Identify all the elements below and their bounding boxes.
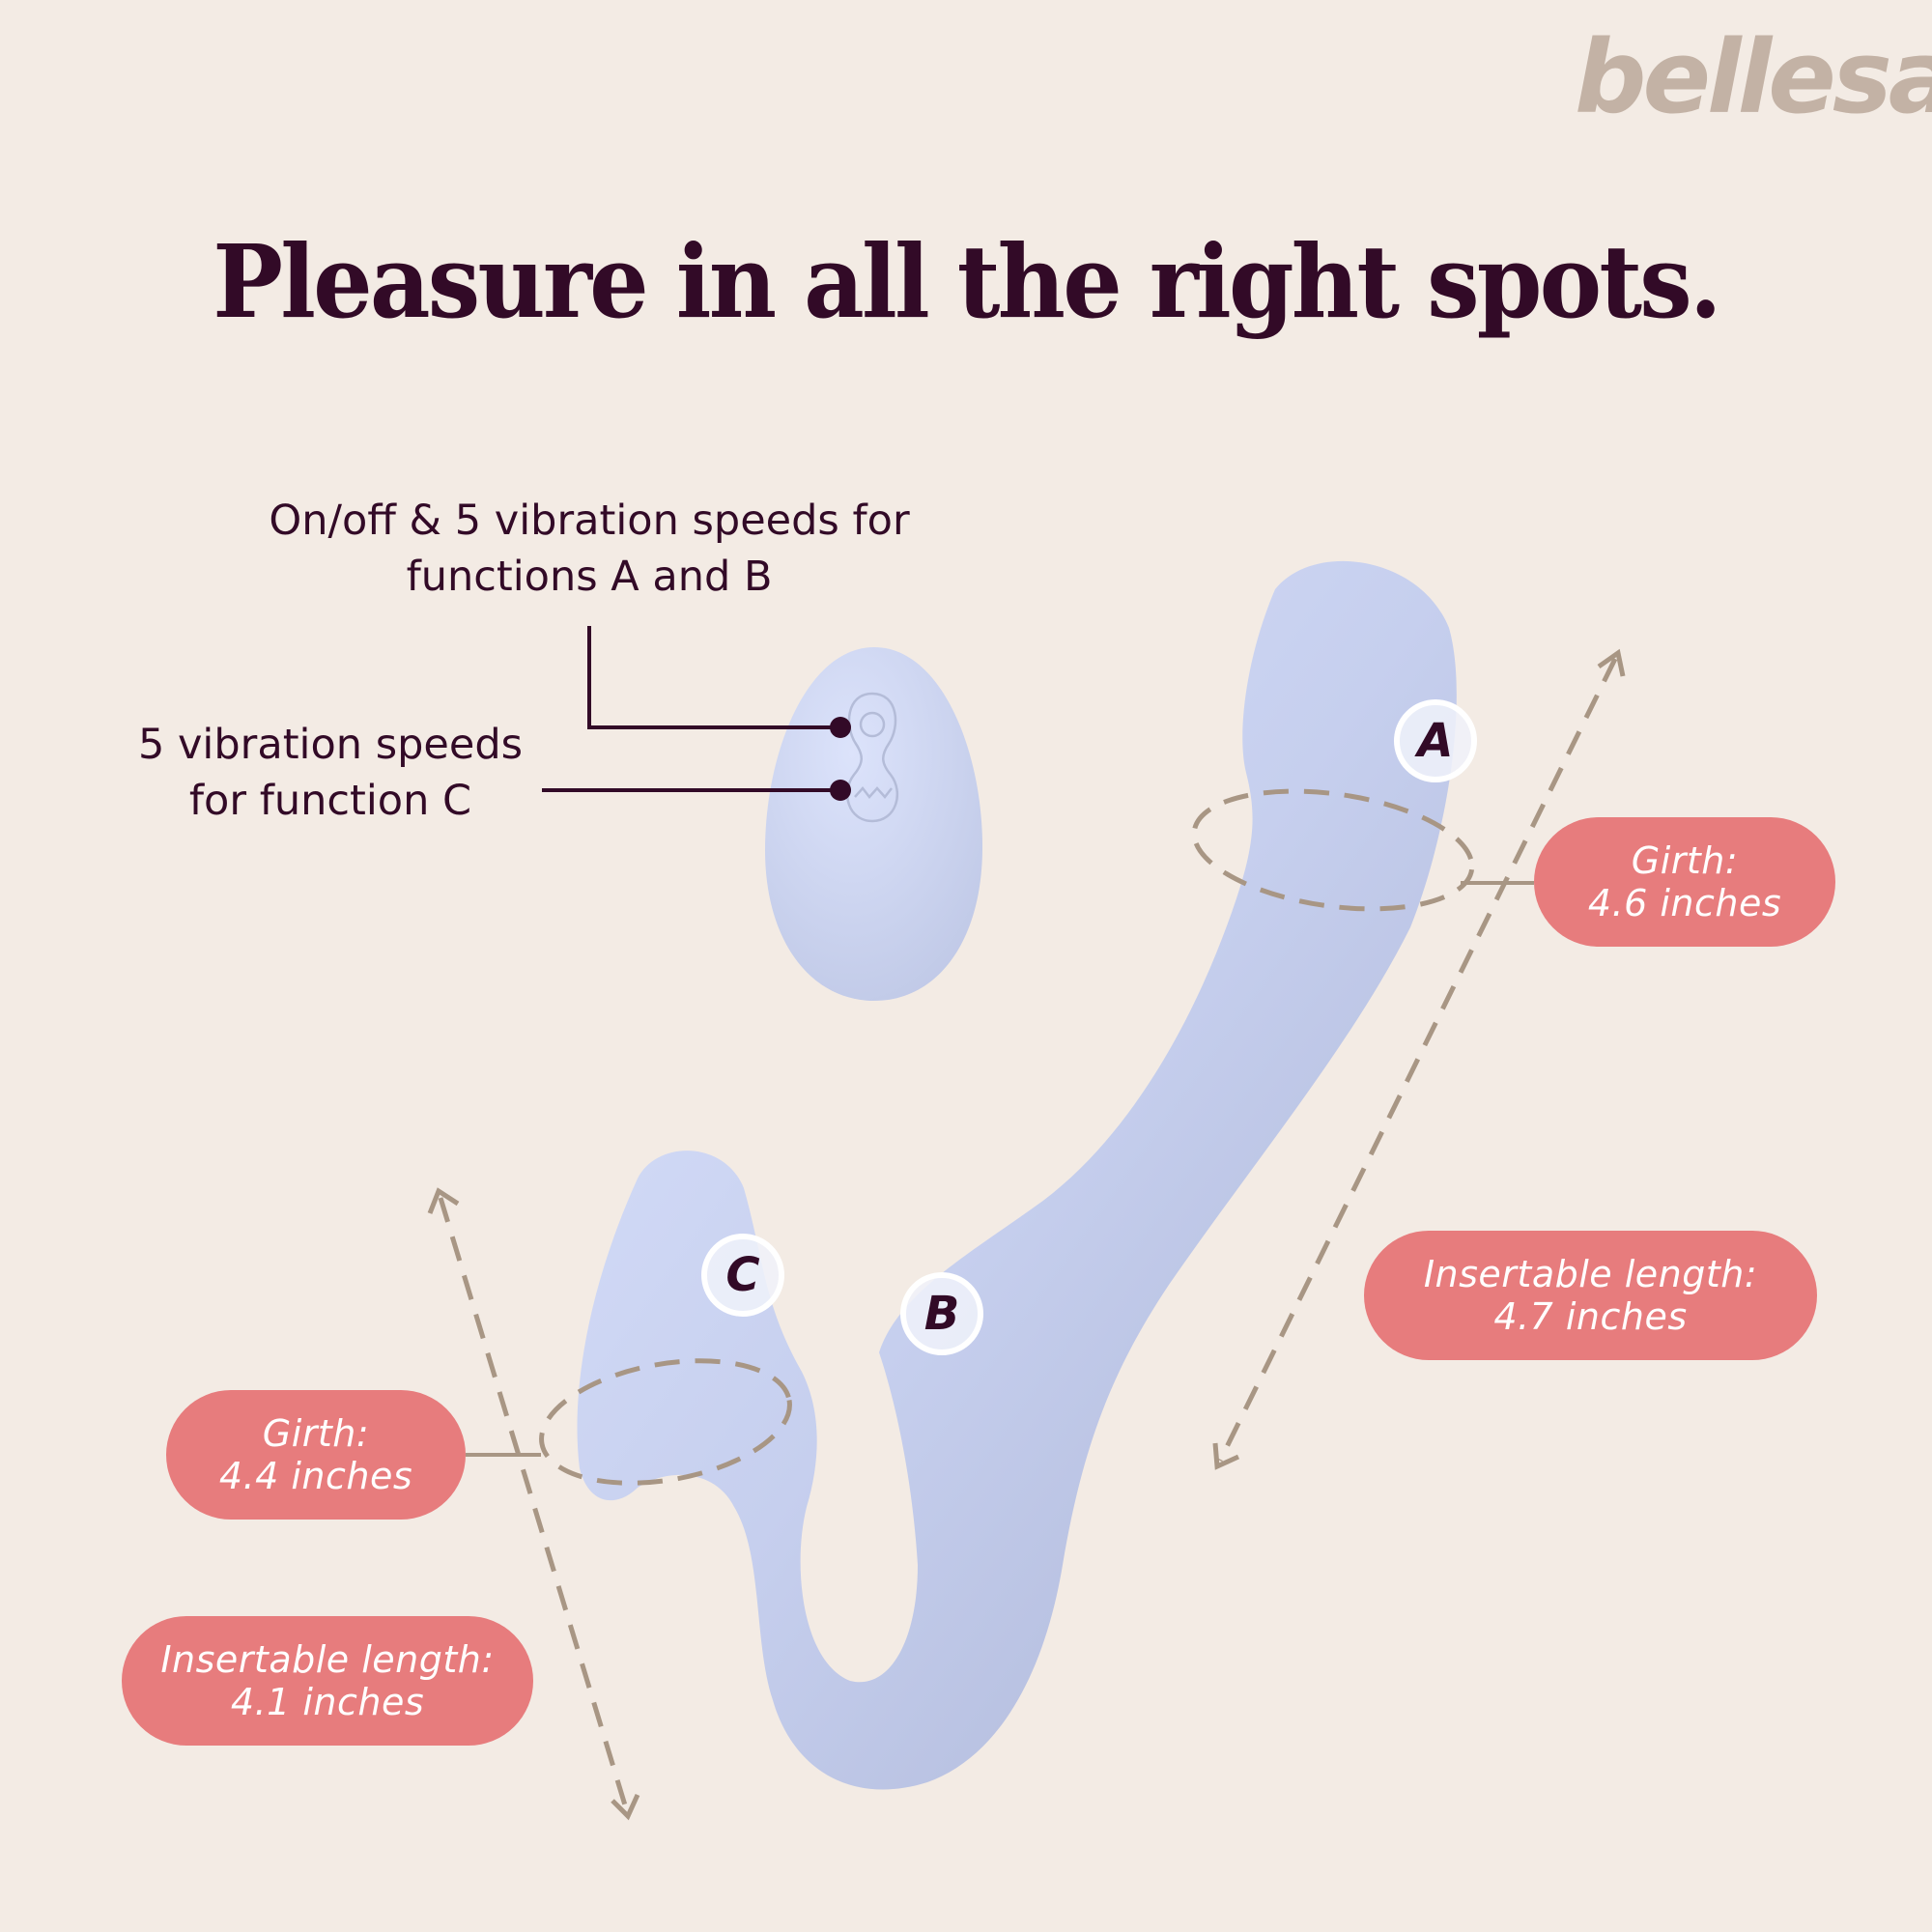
- girth-ring-a: [1191, 788, 1475, 912]
- callout-ab-line2: functions A and B: [406, 553, 773, 601]
- marker-c: C: [701, 1234, 784, 1317]
- spec-value: 4.6 inches: [1587, 882, 1782, 924]
- spec-length-c-badge: Insertable length: 4.1 inches: [122, 1616, 533, 1746]
- bellesa-logo: bellesa: [1575, 18, 1932, 136]
- callout-functions-ab: On/off & 5 vibration speeds for function…: [251, 493, 927, 605]
- length-arrow-a: [1212, 648, 1626, 1470]
- marker-a: A: [1394, 699, 1477, 782]
- callout-c-line2: for function C: [188, 777, 472, 825]
- spec-label: Insertable length:: [160, 1638, 495, 1681]
- power-icon: [859, 711, 886, 738]
- spec-label: Insertable length:: [1423, 1253, 1758, 1295]
- callout-c-line1: 5 vibration speeds: [137, 721, 524, 769]
- spec-label: Girth:: [1631, 839, 1739, 882]
- girth-ring-c: [539, 1358, 792, 1486]
- spec-length-a-badge: Insertable length: 4.7 inches: [1364, 1231, 1817, 1360]
- spec-girth-a-badge: Girth: 4.6 inches: [1534, 817, 1835, 947]
- spec-value: 4.1 inches: [230, 1681, 425, 1723]
- length-arrow-c: [427, 1187, 640, 1821]
- marker-b: B: [900, 1272, 983, 1355]
- remote-button-outline: [845, 692, 899, 823]
- spec-label: Girth:: [262, 1412, 370, 1455]
- callout-c-leader: [542, 780, 851, 801]
- zigzag-icon: [854, 786, 893, 799]
- spec-value: 4.7 inches: [1493, 1295, 1688, 1338]
- callout-ab-leader: [587, 626, 851, 738]
- callout-function-c: 5 vibration speeds for function C: [87, 717, 574, 829]
- spec-girth-c-badge: Girth: 4.4 inches: [166, 1390, 466, 1520]
- spec-value: 4.4 inches: [218, 1455, 413, 1497]
- product-body: [577, 560, 1457, 1790]
- page-headline: Pleasure in all the right spots.: [213, 222, 1721, 341]
- callout-ab-line1: On/off & 5 vibration speeds for: [269, 497, 910, 545]
- remote-control: [765, 647, 983, 1001]
